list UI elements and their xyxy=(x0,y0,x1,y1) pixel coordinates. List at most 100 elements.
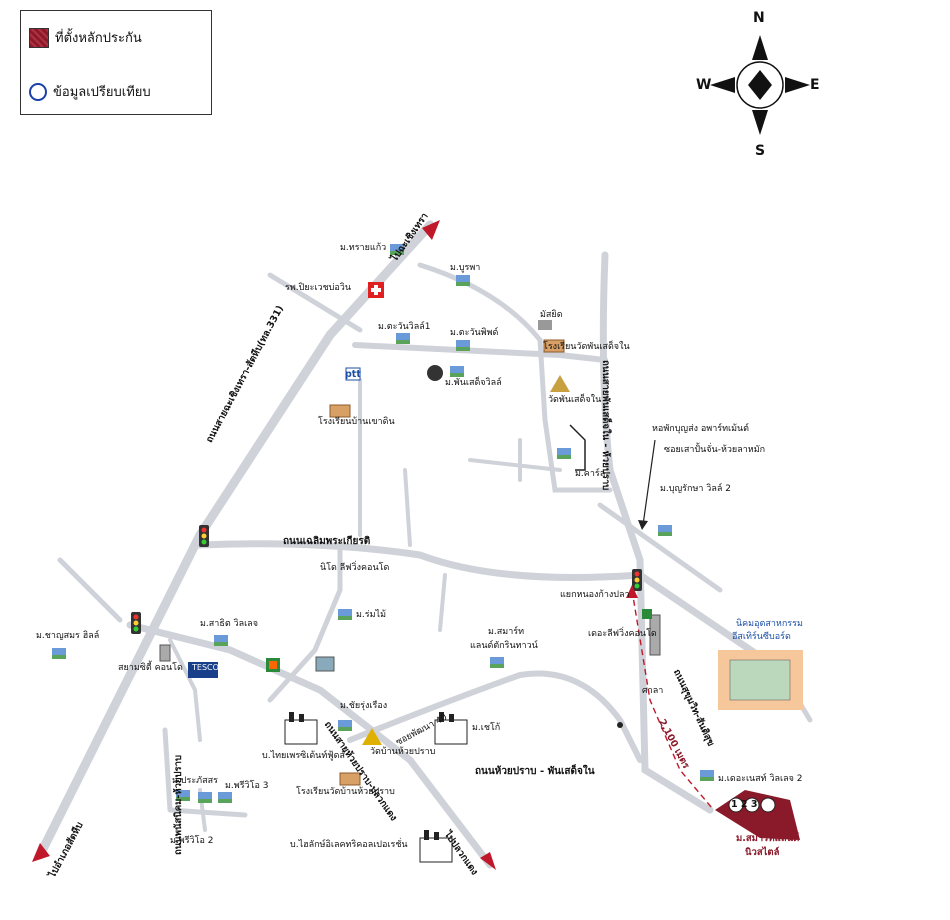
village-icon xyxy=(450,366,464,377)
highway-331 xyxy=(35,220,435,860)
location-dot-icon xyxy=(617,722,623,728)
road-inner-2 xyxy=(403,468,412,547)
label-huai-prap-road: ถนนห้วยปราบ - พันเสด็จใน xyxy=(475,766,595,777)
label-m-sailkaew: ม.ทรายแก้ว xyxy=(340,243,387,253)
road-inner-3 xyxy=(438,573,447,632)
arrow-south-icon xyxy=(32,843,50,862)
mosque-icon xyxy=(538,320,552,330)
map-legend: ที่ตั้งหลักประกัน ข้อมูลเปรียบเทียบ xyxy=(20,10,212,115)
label-m-smartland: ม.สมาร์ทแลนด์ xyxy=(736,833,800,844)
temple-icon xyxy=(362,728,382,745)
label-m-chai: ม.ชัยรุ่งเรือง xyxy=(340,701,388,711)
label-m-chakko: ม.เชโก้ xyxy=(472,723,501,733)
road-huai-prap-plaeng xyxy=(126,621,494,869)
school-icon xyxy=(339,772,361,786)
village-icon xyxy=(176,790,190,801)
road-huai-prap-phansadet xyxy=(347,670,643,763)
compass-south: S xyxy=(755,143,766,159)
factory-icon xyxy=(419,830,453,863)
road-panthong xyxy=(162,727,173,813)
school-icon xyxy=(543,339,565,353)
label-junction: แยกหนองก้างปลา xyxy=(560,590,630,600)
comparison-circle-icon xyxy=(29,82,47,101)
label-m-tawan-park: ม.ตะวันพิพด์ xyxy=(450,328,499,338)
village-icon xyxy=(338,720,352,731)
label-factory: บ.ไฮลักษ์อิเลคทริคอลเปอเรชั่น xyxy=(290,840,408,850)
label-masjid: มัสยิด xyxy=(540,310,563,320)
village-icon xyxy=(456,275,470,286)
label-m-the-nest: ม.เดอะเนสท์ วิลเลจ 2 xyxy=(718,774,803,784)
legend-collateral-label: ที่ตั้งหลักประกัน xyxy=(55,31,142,46)
label-m-rommai: ม.ร่มไม้ xyxy=(356,610,387,620)
label-school-wat-phan: โรงเรียนวัดพันเสด็จใน xyxy=(543,342,630,352)
label-school-ban-khao: โรงเรียนบ้านเขาดิน xyxy=(318,417,395,427)
label-m-prasat: ม.ประภัสสร xyxy=(172,776,218,786)
school-icons xyxy=(329,339,565,786)
label-industrial-estate-2: อีสเทิร์นซีบอร์ด xyxy=(732,632,791,642)
village-icon xyxy=(218,792,232,803)
label-smart-land: แลนด์ตักรินทาวน์ xyxy=(470,641,538,651)
village-icon xyxy=(198,792,212,803)
village-icon xyxy=(390,244,404,255)
route-line xyxy=(631,589,713,809)
road-east-vertical xyxy=(599,251,714,814)
village-icon xyxy=(658,525,672,536)
road-west-branch xyxy=(57,557,123,623)
village-icon xyxy=(214,635,228,646)
label-wat-huai-prap: วัดบ้านห้วยปราบ xyxy=(370,747,436,757)
ptt-icon xyxy=(345,367,361,381)
label-thai-president: บ.ไทยเพรซิเด้นท์ฟู้ดส์ xyxy=(262,751,345,761)
factory-icons xyxy=(284,712,468,863)
label-m-sathit: ม.สาธิต วิลเลจ xyxy=(200,619,258,629)
compass-east: E xyxy=(810,77,820,93)
condo-icon xyxy=(649,614,661,656)
legend-row-comparison: ข้อมูลเปรียบเทียบ xyxy=(29,81,151,102)
collateral-swatch-icon xyxy=(29,27,49,48)
label-industrial-estate: นิคมอุตสาหกรรม xyxy=(736,619,803,629)
label-m-kana: ม.คาร์ล xyxy=(575,469,606,479)
road-sathit xyxy=(168,638,202,742)
village-icon xyxy=(557,448,571,459)
road-burapha xyxy=(417,262,613,493)
label-the-living: เดอะลีฟวิ่งคอนโด xyxy=(588,629,657,639)
label-m-charoen: ม.ชาญสมร ฮิลล์ xyxy=(36,631,100,641)
temple-icon xyxy=(550,375,570,392)
road-preecha xyxy=(167,807,248,818)
road-inner-4 xyxy=(468,458,562,472)
road-chaloem-phrakiat xyxy=(196,540,784,674)
direction-arrows xyxy=(32,220,496,870)
village-icon xyxy=(456,340,470,351)
tesco-icon xyxy=(188,662,218,678)
label-tesco: TESCO Lotus xyxy=(192,663,244,672)
school-icon xyxy=(329,404,351,418)
arrow-southeast-icon xyxy=(480,852,496,870)
village-icon xyxy=(396,333,410,344)
village-plan-icon xyxy=(569,424,586,471)
village-icon xyxy=(700,770,714,781)
road-rommai xyxy=(267,542,343,703)
condo-icon xyxy=(159,644,171,662)
label-dorm: หอพักบุญส่ง อพาร์ทเม้นต์ xyxy=(652,424,750,434)
label-nido: นิโด ลีฟวิ่งคอนโด xyxy=(320,563,390,573)
arrow-north-icon xyxy=(422,220,440,240)
village-icon xyxy=(338,609,352,620)
label-m-preecha3: ม.พรีวิโอ 3 xyxy=(225,781,269,791)
label-m-smart: ม.สมาร์ท xyxy=(488,627,525,637)
label-sala: ศาลา xyxy=(642,686,664,696)
compass-icon xyxy=(710,35,810,135)
label-m-phansadet: ม.พันเสด็จวิลล์ xyxy=(445,378,502,388)
village-icon xyxy=(52,648,66,659)
legend-comparison-label: ข้อมูลเปรียบเทียบ xyxy=(53,85,151,100)
label-m-preecha2: ม.พรีวิโอ 2 xyxy=(170,836,214,846)
label-siam-condo: สยามซิตี้ คอนโด xyxy=(118,663,183,673)
condo-icon xyxy=(315,656,335,672)
fuel-icon xyxy=(427,365,443,381)
label-school-huai-prap: โรงเรียนวัดบ้านห้วยปราบ xyxy=(296,787,395,797)
factory-icon xyxy=(284,712,318,745)
pointer-arrow-icon xyxy=(638,520,648,530)
label-chaloem-phrakiat: ถนนเฉลิมพระเกียรติ xyxy=(283,536,371,547)
label-hospital: รพ.ปิยะเวชบ่อวิน xyxy=(285,283,352,293)
road-nw xyxy=(267,272,363,333)
label-lot-numbers: 1 2 3 xyxy=(731,799,758,810)
